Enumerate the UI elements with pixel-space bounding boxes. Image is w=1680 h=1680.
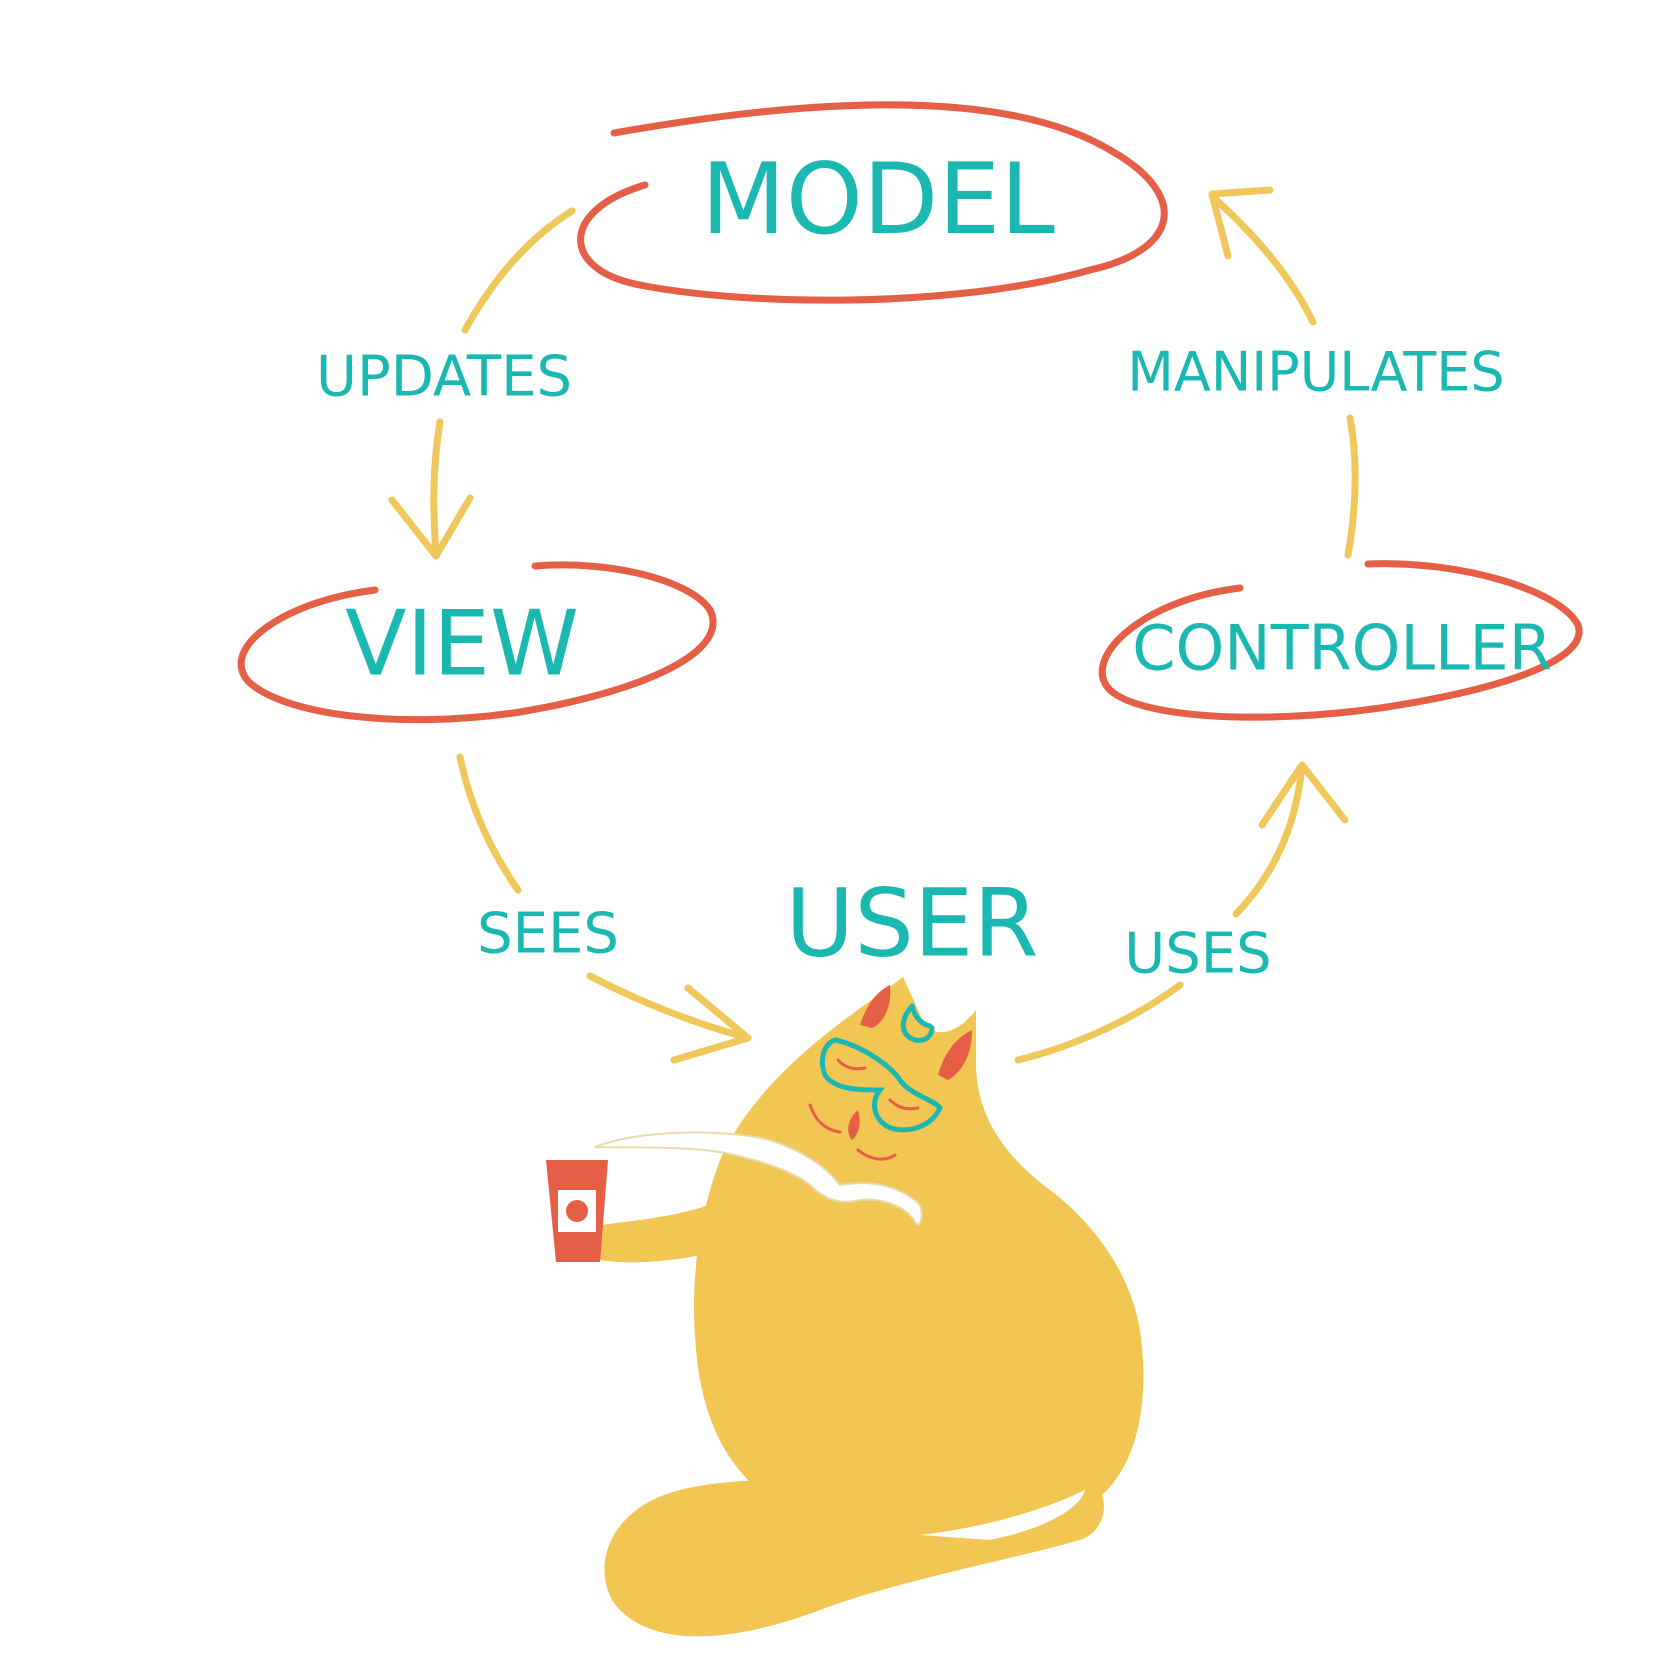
cat-eye-left-icon: [836, 1058, 867, 1071]
sees-label: SEES: [477, 902, 619, 967]
updates-arrow: [388, 207, 576, 560]
cat-mouth: [856, 1148, 897, 1161]
view-oval: [237, 561, 717, 724]
controller-node: CONTROLLER: [1098, 560, 1583, 721]
model-node: MODEL: [577, 101, 1168, 304]
uses-arrow-bottom: [1014, 981, 1184, 1064]
cat-scarf: [594, 1131, 923, 1226]
user-label: USER: [785, 870, 1038, 979]
manipulates-arrow-top: [1208, 192, 1317, 326]
uses-arrow: [1014, 761, 1349, 1064]
coffee-cup-logo-icon: [566, 1200, 588, 1222]
cat-user-illustration: [546, 977, 1144, 1637]
cat-tail: [604, 1480, 1104, 1637]
cat-right-ear-icon: [938, 1030, 972, 1080]
controller-label: CONTROLLER: [1132, 612, 1552, 685]
manipulates-arrow-bottom: [1344, 414, 1359, 559]
cat-cheek-left: [808, 1103, 842, 1134]
view-label: VIEW: [345, 592, 579, 697]
cat-eye-right-icon: [888, 1098, 920, 1111]
manipulates-label: MANIPULATES: [1127, 341, 1504, 404]
sees-arrowhead-icon: [670, 984, 752, 1064]
manipulates-arrowhead-icon: [1208, 186, 1274, 260]
uses-arrowhead-icon: [1258, 761, 1349, 829]
updates-label: UPDATES: [316, 345, 572, 410]
updates-arrow-bottom: [430, 418, 444, 560]
updates-arrowhead-icon: [388, 494, 474, 560]
manipulates-arrow: [1208, 186, 1359, 559]
model-label: MODEL: [701, 143, 1055, 257]
sees-arrow-top: [456, 753, 522, 894]
uses-label: USES: [1124, 922, 1271, 987]
cat-crown-icon: [900, 1003, 935, 1043]
cat-body: [694, 977, 1144, 1541]
cat-sunglasses-icon: [820, 1037, 943, 1133]
model-oval: [577, 101, 1168, 304]
updates-arrow-top: [461, 207, 576, 334]
controller-oval: [1098, 560, 1583, 721]
sees-arrow: [456, 753, 752, 1064]
cat-tail-highlight: [920, 1490, 1085, 1540]
cat-nose-icon: [848, 1110, 860, 1140]
cat-arm: [600, 1169, 830, 1263]
uses-arrow-top: [1232, 761, 1306, 918]
view-node: VIEW: [237, 561, 717, 724]
cat-left-ear-icon: [860, 985, 891, 1028]
sees-arrow-bottom: [586, 972, 752, 1042]
